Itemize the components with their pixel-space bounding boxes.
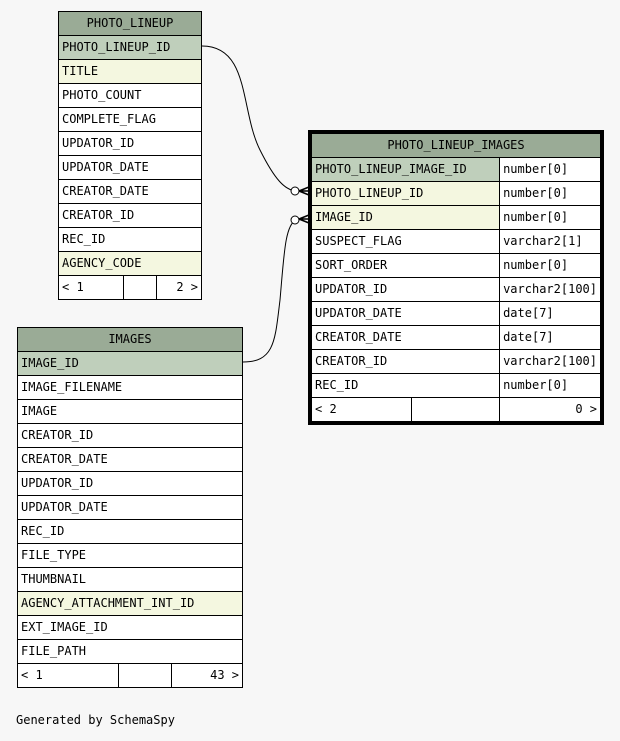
children-count[interactable]: 2 > bbox=[156, 275, 202, 300]
footer-spacer bbox=[411, 397, 501, 422]
column-row[interactable]: AGENCY_CODE bbox=[58, 251, 202, 276]
column-name[interactable]: THUMBNAIL bbox=[17, 567, 243, 592]
column-row[interactable]: UPDATOR_ID bbox=[58, 131, 202, 156]
children-count[interactable]: 0 > bbox=[499, 397, 601, 422]
column-type: varchar2[100] bbox=[499, 349, 601, 374]
column-row[interactable]: FILE_TYPE bbox=[17, 543, 243, 568]
column-name[interactable]: PHOTO_LINEUP_IMAGE_ID bbox=[310, 157, 501, 182]
column-name[interactable]: IMAGE_ID bbox=[17, 351, 243, 376]
column-name[interactable]: FILE_PATH bbox=[17, 639, 243, 664]
column-row[interactable]: UPDATOR_ID bbox=[17, 471, 243, 496]
optional-marker bbox=[290, 215, 300, 225]
column-name[interactable]: CREATOR_DATE bbox=[17, 447, 243, 472]
column-name[interactable]: CREATOR_DATE bbox=[310, 325, 501, 350]
table-footer: < 1 2 > bbox=[58, 275, 202, 300]
column-name[interactable]: PHOTO_LINEUP_ID bbox=[310, 181, 501, 206]
column-type: date[7] bbox=[499, 325, 601, 350]
column-name[interactable]: AGENCY_CODE bbox=[58, 251, 202, 276]
column-name[interactable]: UPDATOR_DATE bbox=[17, 495, 243, 520]
column-row[interactable]: IMAGE_FILENAME bbox=[17, 375, 243, 400]
column-name[interactable]: UPDATOR_ID bbox=[17, 471, 243, 496]
column-row[interactable]: CREATOR_ID bbox=[58, 203, 202, 228]
relationship-photo-lineup bbox=[201, 45, 297, 192]
column-name[interactable]: UPDATOR_ID bbox=[310, 277, 501, 302]
column-type: varchar2[1] bbox=[499, 229, 601, 254]
column-row[interactable]: IMAGE_ID bbox=[17, 351, 243, 376]
parents-count[interactable]: < 1 bbox=[58, 275, 124, 300]
column-row[interactable]: REC_ID bbox=[58, 227, 202, 252]
column-type: number[0] bbox=[499, 181, 601, 206]
column-row[interactable]: TITLE bbox=[58, 59, 202, 84]
column-name[interactable]: UPDATOR_DATE bbox=[310, 301, 501, 326]
crows-foot bbox=[298, 186, 310, 196]
column-name[interactable]: FILE_TYPE bbox=[17, 543, 243, 568]
optional-marker bbox=[290, 186, 300, 196]
column-row[interactable]: UPDATOR_DATE bbox=[58, 155, 202, 180]
column-row[interactable]: PHOTO_LINEUP_ID bbox=[58, 35, 202, 60]
column-name[interactable]: SORT_ORDER bbox=[310, 253, 501, 278]
crows-foot bbox=[298, 214, 310, 224]
column-name[interactable]: TITLE bbox=[58, 59, 202, 84]
column-row[interactable]: UPDATOR_DATE bbox=[17, 495, 243, 520]
column-name[interactable]: PHOTO_LINEUP_ID bbox=[58, 35, 202, 60]
relationship-images bbox=[242, 219, 297, 363]
footer-spacer bbox=[118, 663, 172, 688]
children-count[interactable]: 43 > bbox=[171, 663, 243, 688]
table-title[interactable]: PHOTO_LINEUP_IMAGES bbox=[311, 133, 601, 158]
column-row[interactable]: CREATOR_DATE bbox=[58, 179, 202, 204]
column-row[interactable]: FILE_PATH bbox=[17, 639, 243, 664]
column-name[interactable]: CREATOR_DATE bbox=[58, 179, 202, 204]
column-type: number[0] bbox=[499, 373, 601, 398]
column-name[interactable]: UPDATOR_DATE bbox=[58, 155, 202, 180]
column-row[interactable]: PHOTO_COUNT bbox=[58, 83, 202, 108]
column-row[interactable]: COMPLETE_FLAG bbox=[58, 107, 202, 132]
column-name[interactable]: COMPLETE_FLAG bbox=[58, 107, 202, 132]
table-footer: < 1 43 > bbox=[17, 663, 243, 688]
parents-count[interactable]: < 1 bbox=[17, 663, 119, 688]
column-name[interactable]: SUSPECT_FLAG bbox=[310, 229, 501, 254]
table-photo-lineup-images[interactable]: PHOTO_LINEUP_IMAGES PHOTO_LINEUP_IMAGE_I… bbox=[308, 130, 604, 425]
column-name[interactable]: IMAGE_ID bbox=[310, 205, 501, 230]
table-title[interactable]: PHOTO_LINEUP bbox=[58, 11, 202, 36]
column-type: varchar2[100] bbox=[499, 277, 601, 302]
column-name[interactable]: UPDATOR_ID bbox=[58, 131, 202, 156]
column-row[interactable]: CREATOR_ID bbox=[17, 423, 243, 448]
column-name[interactable]: PHOTO_COUNT bbox=[58, 83, 202, 108]
column-row[interactable]: THUMBNAIL bbox=[17, 567, 243, 592]
column-name[interactable]: CREATOR_ID bbox=[17, 423, 243, 448]
credit-text: Generated by SchemaSpy bbox=[16, 713, 175, 727]
parents-count[interactable]: < 2 bbox=[310, 397, 413, 422]
table-title[interactable]: IMAGES bbox=[17, 327, 243, 352]
column-row[interactable]: AGENCY_ATTACHMENT_INT_ID bbox=[17, 591, 243, 616]
column-name[interactable]: AGENCY_ATTACHMENT_INT_ID bbox=[17, 591, 243, 616]
column-row[interactable]: CREATOR_DATE bbox=[17, 447, 243, 472]
column-name[interactable]: IMAGE_FILENAME bbox=[17, 375, 243, 400]
column-name[interactable]: REC_ID bbox=[58, 227, 202, 252]
table-footer: < 2 0 > bbox=[310, 397, 601, 422]
column-type: number[0] bbox=[499, 205, 601, 230]
column-name[interactable]: CREATOR_ID bbox=[58, 203, 202, 228]
